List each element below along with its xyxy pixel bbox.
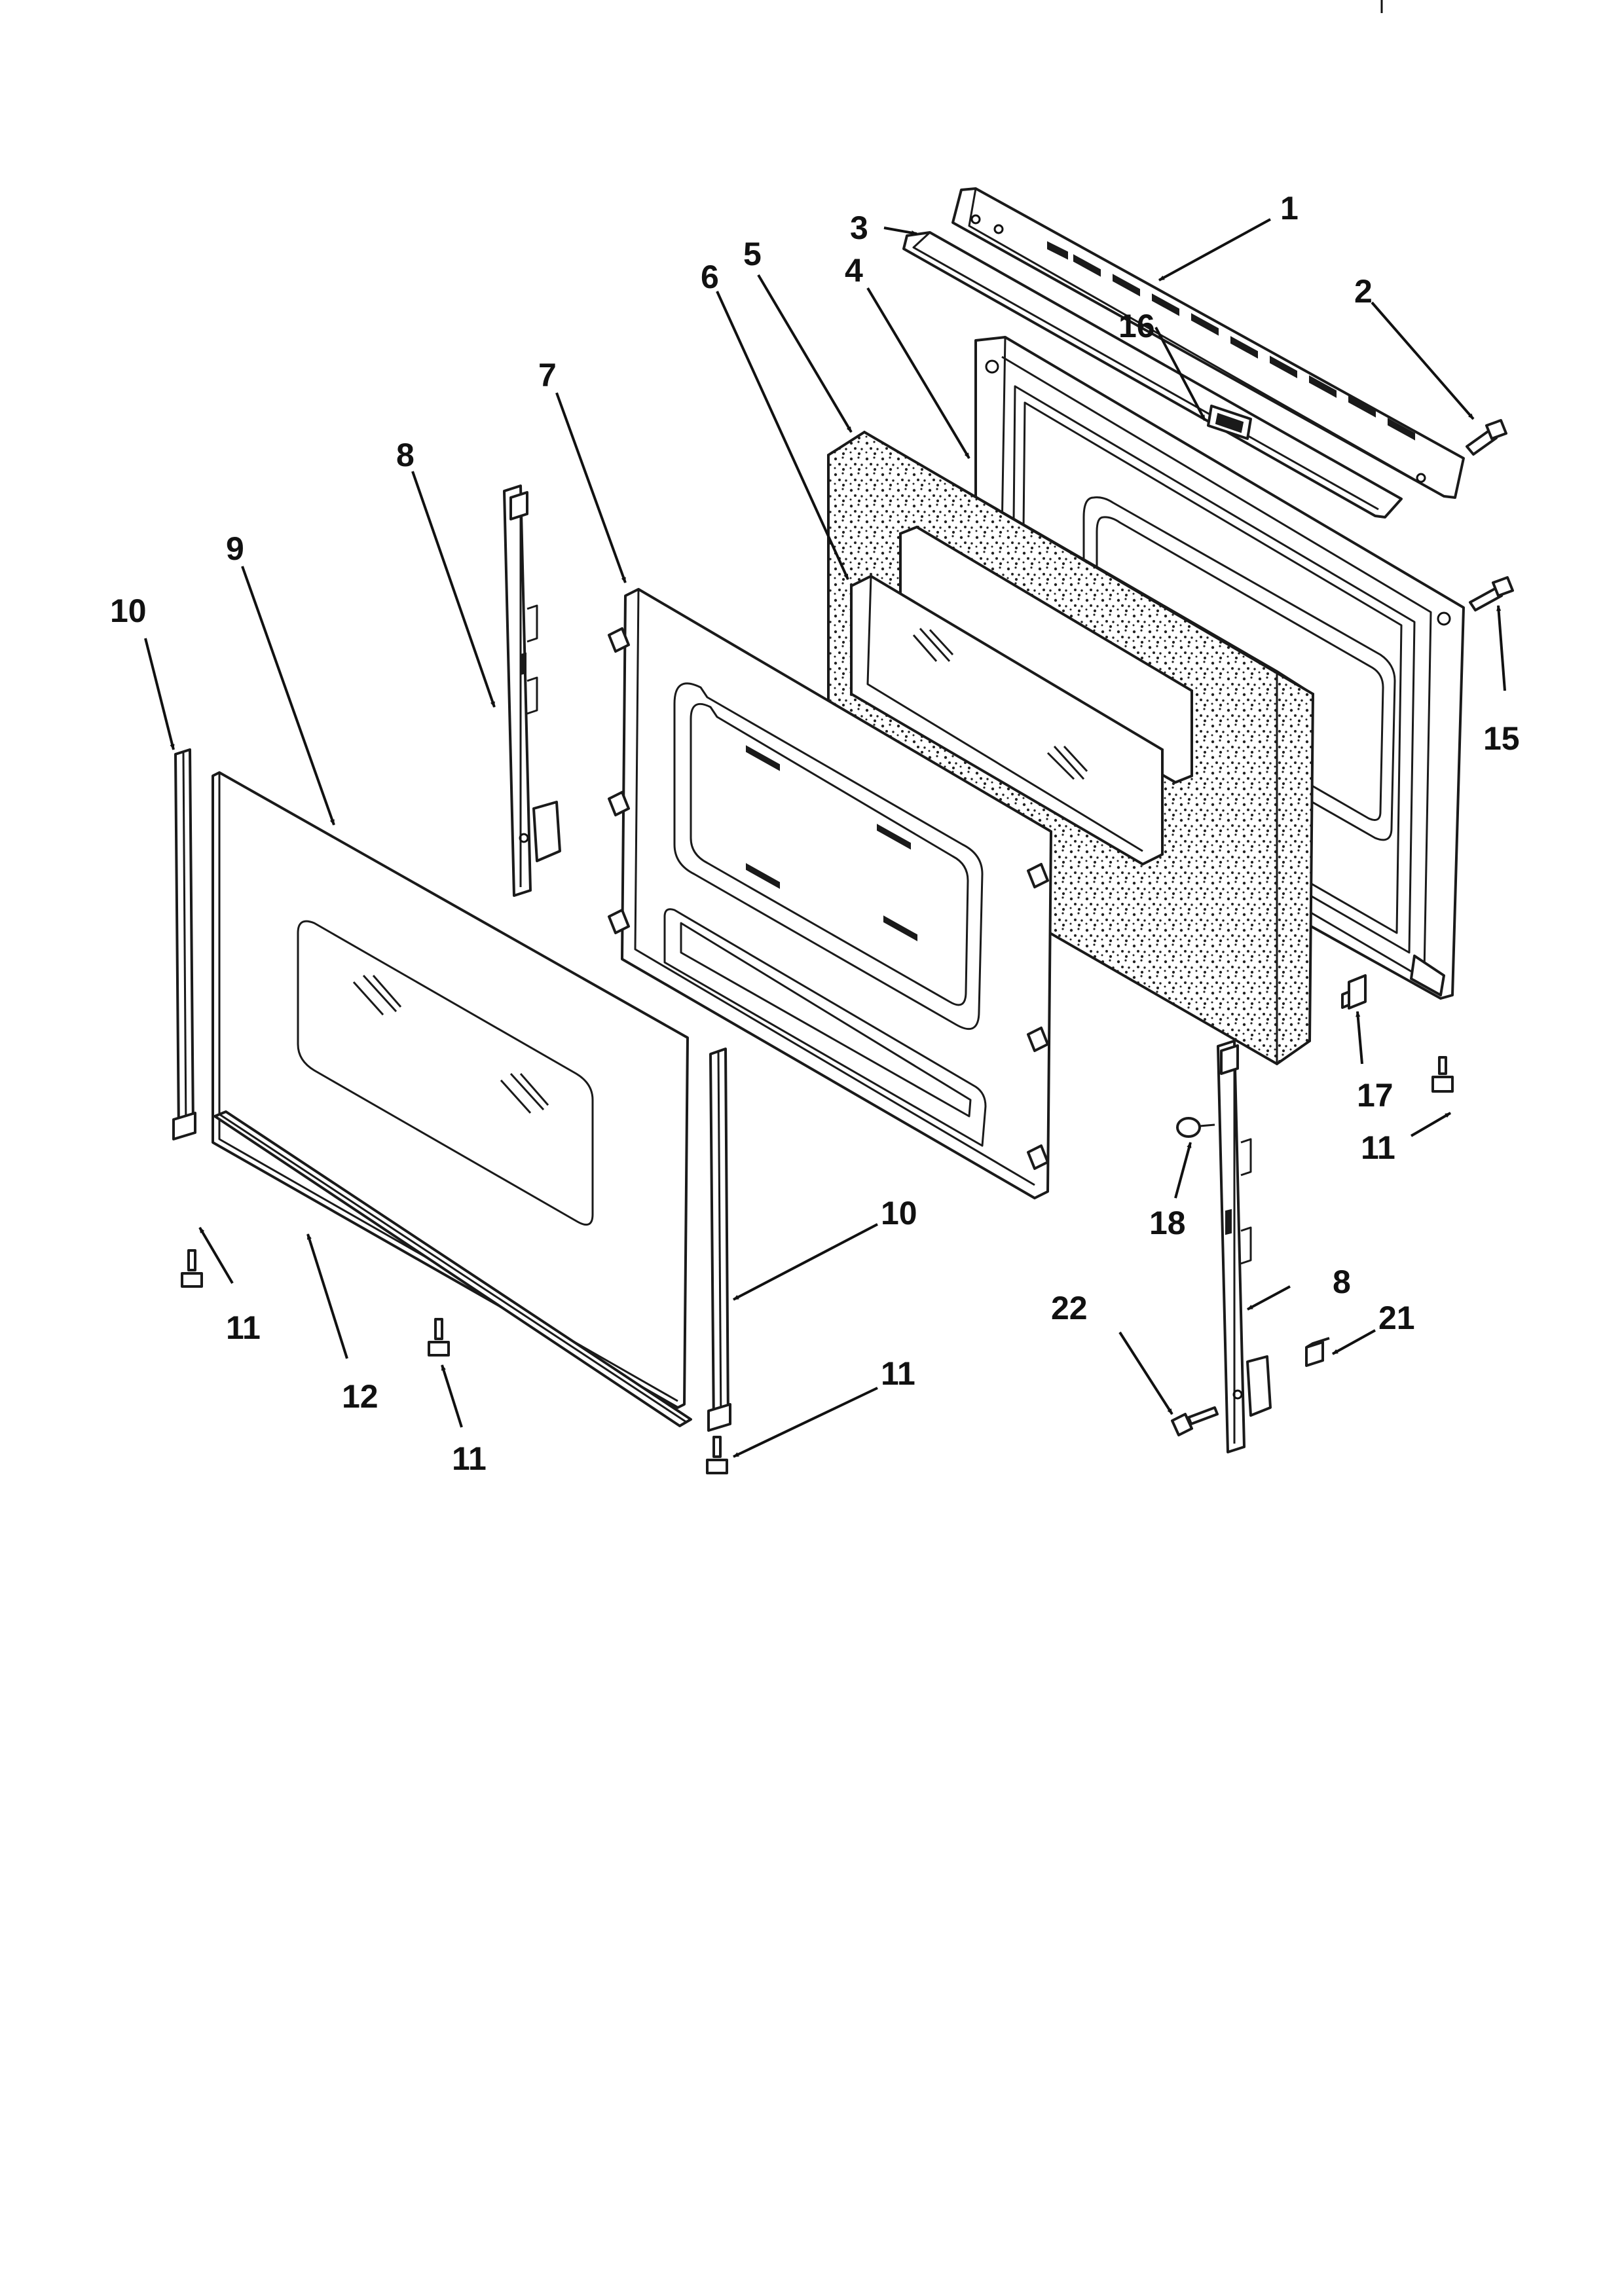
- screw-part-11-left: [181, 1249, 203, 1288]
- callout-2: 2: [1354, 273, 1373, 310]
- vent-trim-part-1: [951, 187, 1465, 499]
- hinge-left-part-8: [503, 484, 561, 897]
- leader-10b: [733, 1223, 878, 1301]
- callout-11c: 11: [881, 1355, 915, 1392]
- leader-7: [555, 392, 627, 583]
- inner-door-panel-part-7: [608, 588, 1052, 1199]
- callout-16: 16: [1118, 308, 1155, 344]
- leader-11a: [198, 1226, 234, 1285]
- screw-part-15: [1469, 576, 1514, 611]
- callout-9: 9: [226, 530, 244, 567]
- screw-part-22: [1171, 1406, 1219, 1436]
- screw-part-11-right-door: [706, 1436, 728, 1474]
- callout-3: 3: [850, 210, 868, 246]
- leader-5: [757, 274, 853, 433]
- callout-17: 17: [1357, 1077, 1393, 1114]
- side-trim-right-part-10: [707, 1048, 731, 1432]
- leader-11c: [733, 1387, 878, 1458]
- callout-4: 4: [845, 252, 863, 289]
- screw-part-11-right-panel: [1431, 1056, 1454, 1093]
- leader-1: [1158, 218, 1271, 282]
- leader-lines: [144, 218, 1506, 1458]
- leader-9: [241, 566, 335, 826]
- hinge-right-part-8: [1217, 1040, 1272, 1453]
- leader-18: [1174, 1142, 1192, 1199]
- screw-part-2: [1466, 419, 1507, 456]
- callout-12: 12: [342, 1378, 378, 1415]
- leader-10a: [144, 638, 175, 750]
- leader-6: [716, 291, 849, 580]
- callout-11b: 11: [452, 1440, 487, 1477]
- leader-4: [866, 287, 970, 460]
- side-trim-left-part-10: [172, 748, 196, 1140]
- inner-glass-part-6: [850, 574, 1164, 866]
- leader-15: [1496, 605, 1506, 691]
- leader-22: [1118, 1331, 1173, 1415]
- outer-glass-panel-part-9: [212, 771, 689, 1409]
- leader-2: [1371, 301, 1475, 420]
- callout-11d: 11: [1361, 1129, 1395, 1166]
- bottom-trim-part-12: [213, 1110, 692, 1427]
- callout-11a: 11: [226, 1309, 261, 1346]
- callout-22: 22: [1051, 1290, 1088, 1326]
- leader-8b: [1247, 1285, 1291, 1311]
- bumper-part-18: [1176, 1117, 1215, 1138]
- leader-16: [1154, 327, 1206, 421]
- callout-21: 21: [1378, 1300, 1415, 1336]
- callout-5: 5: [743, 236, 762, 272]
- callout-6: 6: [701, 259, 719, 295]
- callout-7: 7: [538, 357, 557, 393]
- callout-8a: 8: [396, 437, 415, 473]
- callout-18: 18: [1149, 1205, 1186, 1241]
- leader-8a: [411, 471, 496, 708]
- callout-8b: 8: [1333, 1264, 1351, 1300]
- leader-11b: [441, 1364, 463, 1428]
- clip-part-17: [1341, 974, 1367, 1010]
- clip-part-21: [1305, 1337, 1330, 1367]
- leader-17: [1356, 1011, 1363, 1065]
- leader-3: [883, 227, 917, 236]
- callout-15: 15: [1483, 720, 1520, 757]
- leader-21: [1332, 1329, 1376, 1355]
- callout-1: 1: [1280, 190, 1299, 227]
- leader-12: [306, 1233, 348, 1359]
- callout-10a: 10: [110, 592, 147, 629]
- leader-11d: [1410, 1112, 1452, 1137]
- screw-part-11-bottom: [428, 1318, 450, 1357]
- callout-labels: 1 2 3 4 5 6 7 8 8 9 10 10 11 11 11 11 12…: [110, 190, 1520, 1477]
- clip-part-16: [1207, 405, 1252, 440]
- callout-10b: 10: [881, 1195, 917, 1231]
